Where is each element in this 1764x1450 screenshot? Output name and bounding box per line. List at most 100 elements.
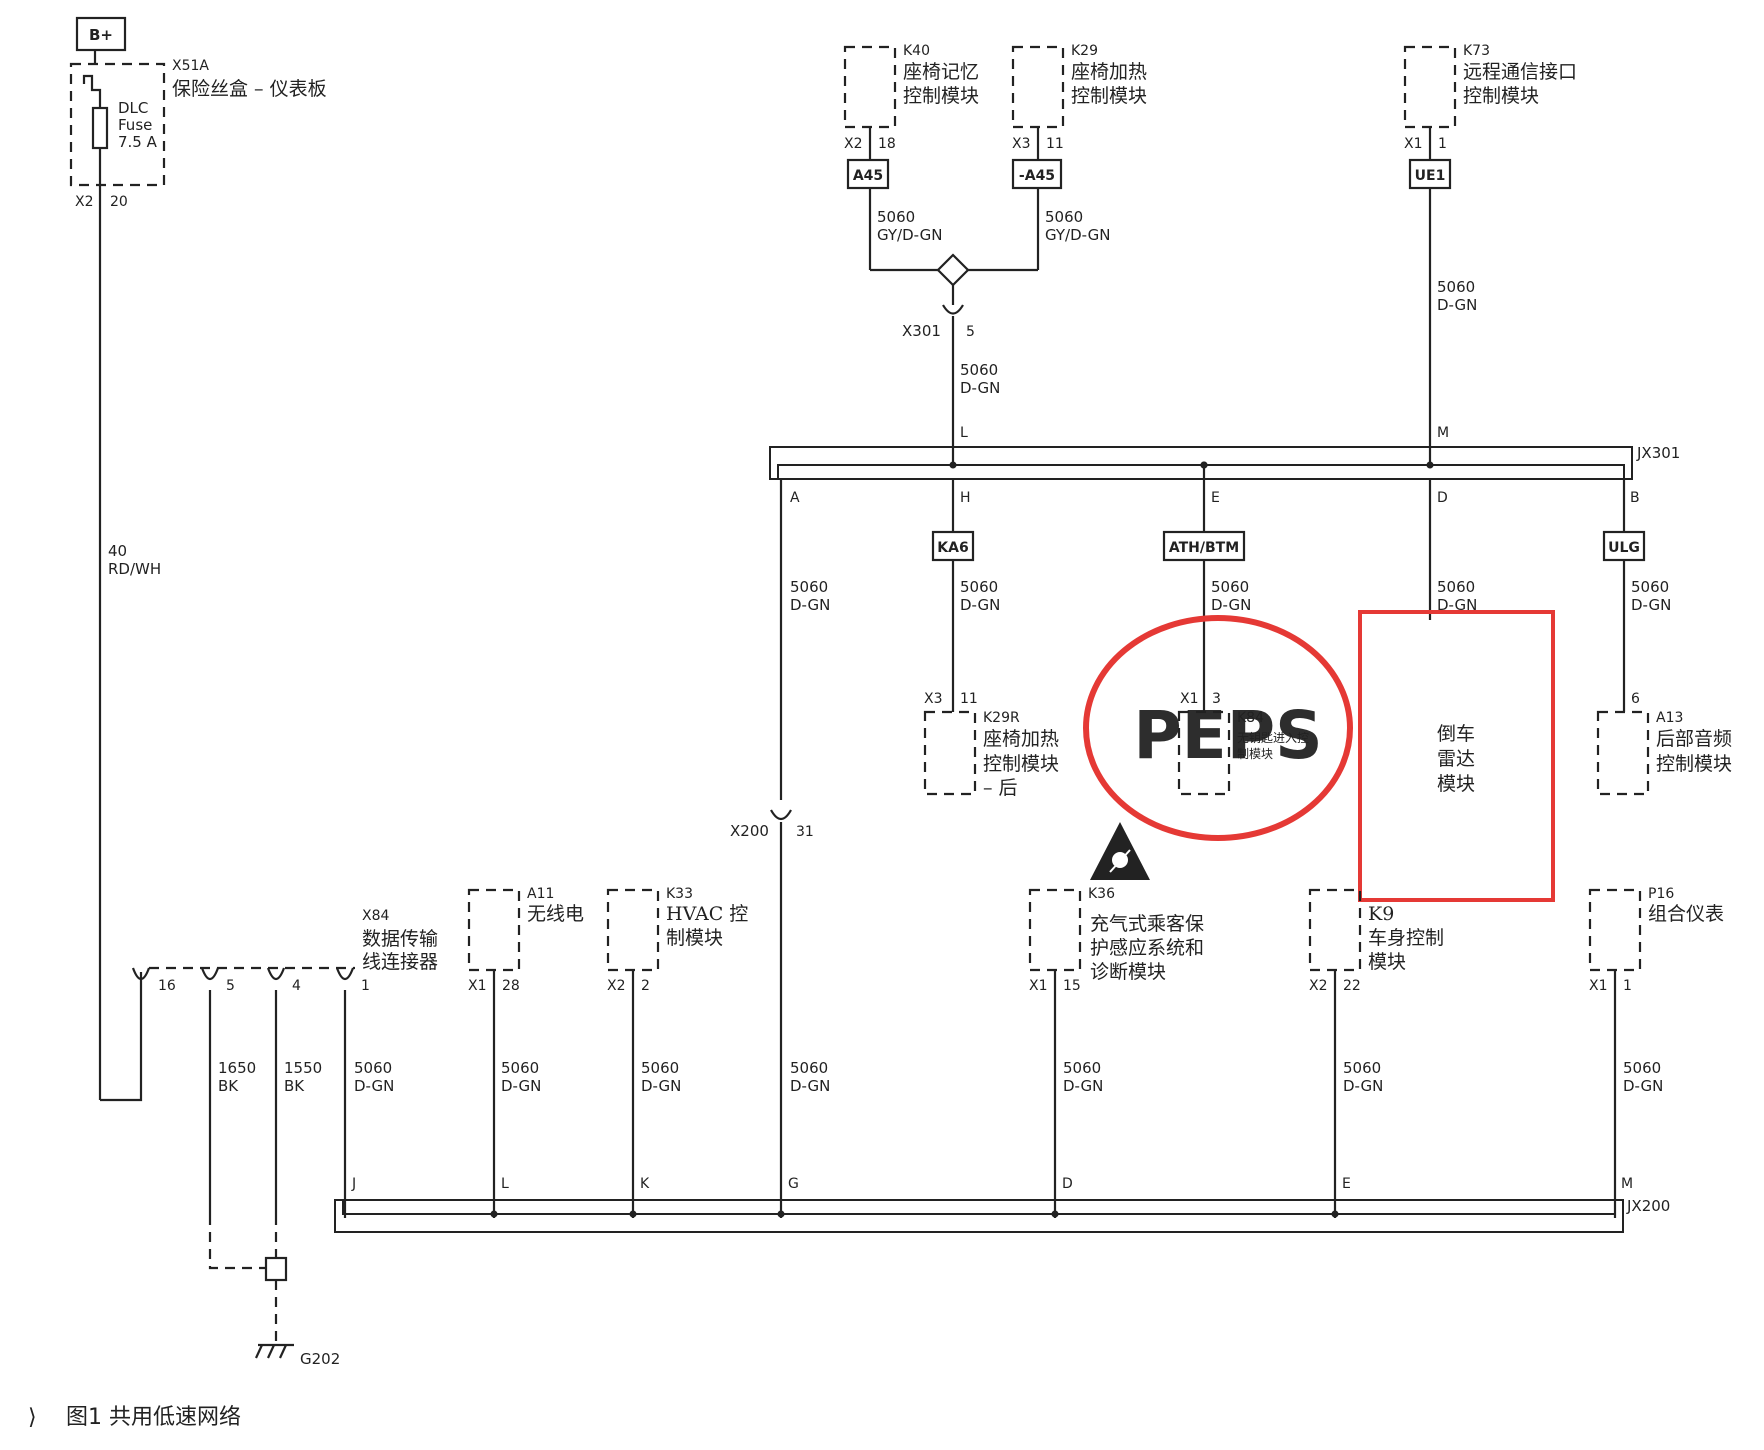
- jx200-pin-e: E: [1342, 1176, 1351, 1192]
- k73-pin: 1: [1438, 136, 1447, 152]
- radar-label-1: 倒车: [1437, 723, 1475, 745]
- jx200-pin-d: D: [1062, 1176, 1073, 1192]
- option-a45n-label: -A45: [1019, 168, 1055, 184]
- k73-wire-color: D-GN: [1437, 296, 1477, 314]
- k36-name-1: 充气式乘客保: [1090, 913, 1204, 935]
- k33-name-1: HVAC 控: [666, 903, 748, 925]
- k29-conn: X3: [1012, 136, 1031, 152]
- gw1-color: BK: [218, 1077, 239, 1095]
- k29-name-2: 控制模块: [1071, 85, 1147, 107]
- p16-wire-circuit: 5060: [1623, 1059, 1661, 1077]
- fuse-connector: X2: [75, 194, 94, 210]
- k33-wire-color: D-GN: [641, 1077, 681, 1095]
- k36-wire-color: D-GN: [1063, 1077, 1103, 1095]
- x84-id: X84: [362, 908, 389, 924]
- jx301-pin-h: H: [960, 490, 971, 506]
- jx301-bus: [769, 446, 1633, 480]
- jx301-id: JX301: [1636, 444, 1680, 462]
- inline-x200-pin: 31: [796, 824, 814, 840]
- x84-pin-5: 5: [226, 978, 235, 994]
- jx200-pin-m: M: [1621, 1176, 1633, 1192]
- ground-id: G202: [300, 1350, 340, 1368]
- inline-x301-pin: 5: [966, 324, 975, 340]
- k9-name-2: 模块: [1368, 951, 1406, 973]
- p16-conn: X1: [1589, 978, 1608, 994]
- x84-name-2: 线连接器: [362, 951, 438, 973]
- k29r-pin: 11: [960, 691, 978, 707]
- d-wire-circuit: 5060: [1437, 578, 1475, 596]
- k9-pin: 22: [1343, 978, 1361, 994]
- jx301-pin-l: L: [960, 425, 968, 441]
- peps-label: PEPS: [1133, 697, 1322, 774]
- k29-id: K29: [1071, 43, 1098, 59]
- jx200-pin-j: J: [351, 1176, 356, 1192]
- x200-wire-circuit: 5060: [790, 1059, 828, 1077]
- k29-wire-circuit: 5060: [1045, 208, 1083, 226]
- a11-id: A11: [527, 886, 554, 902]
- module-k9: [1308, 888, 1362, 972]
- x84-pin-4: 4: [292, 978, 301, 994]
- p16-name-1: 组合仪表: [1648, 903, 1724, 925]
- module-k36: [1028, 888, 1082, 972]
- k40-name-1: 座椅记忆: [903, 61, 979, 83]
- jx200-bus: [334, 1199, 1624, 1233]
- p16-id: P16: [1648, 886, 1674, 902]
- k33-pin: 2: [641, 978, 650, 994]
- fuse-link: [82, 74, 102, 108]
- fuse-line-1: DLC: [118, 99, 148, 117]
- e-wire-color: D-GN: [1211, 596, 1251, 614]
- k36-name-2: 护感应系统和: [1090, 937, 1204, 959]
- jx301-pin-e: E: [1211, 490, 1220, 506]
- module-p16: [1588, 888, 1642, 972]
- inline-x301-symbol: [942, 304, 964, 315]
- k9-wire-color: D-GN: [1343, 1077, 1383, 1095]
- radar-label-2: 雷达: [1437, 748, 1475, 770]
- module-k29r: [923, 710, 977, 796]
- p16-wire-color: D-GN: [1623, 1077, 1663, 1095]
- x84-wire-circuit: 5060: [354, 1059, 392, 1077]
- option-a45: [846, 158, 890, 190]
- jx301-pin-a: A: [790, 490, 800, 506]
- x301-wire-color: D-GN: [960, 379, 1000, 397]
- d-wire-color: D-GN: [1437, 596, 1477, 614]
- fuse-line-2: Fuse: [118, 116, 152, 134]
- jx301-pin-m: M: [1437, 425, 1449, 441]
- fuse-element: [91, 106, 109, 150]
- k33-id: K33: [666, 886, 693, 902]
- module-a11: [467, 888, 521, 972]
- k29r-conn: X3: [924, 691, 943, 707]
- ground-symbol: [255, 1343, 294, 1359]
- option-athbtm-label: ATH/BTM: [1169, 540, 1239, 556]
- k36-pin: 15: [1063, 978, 1081, 994]
- k29-pin: 11: [1046, 136, 1064, 152]
- a13-id: A13: [1656, 710, 1683, 726]
- inline-x301-id: X301: [902, 322, 941, 340]
- gw2-circuit: 1550: [284, 1059, 322, 1077]
- figure-caption: 图1 共用低速网络: [66, 1405, 241, 1430]
- x301-wire-circuit: 5060: [960, 361, 998, 379]
- battery-label: B+: [89, 26, 113, 44]
- k40-conn: X2: [844, 136, 863, 152]
- x84-pin-16: 16: [158, 978, 176, 994]
- k33-name-2: 制模块: [666, 927, 723, 949]
- caption-marker: ⟩: [28, 1405, 37, 1430]
- option-ulg-label: ULG: [1608, 540, 1640, 556]
- a11-conn: X1: [468, 978, 487, 994]
- h-wire-color: D-GN: [960, 596, 1000, 614]
- h-wire-circuit: 5060: [960, 578, 998, 596]
- jx301-pin-b: B: [1630, 490, 1640, 506]
- gw2-color: BK: [284, 1077, 305, 1095]
- fuse-box-outline: [69, 62, 166, 187]
- x200-wire-color: D-GN: [790, 1077, 830, 1095]
- fuse-box-name: 保险丝盒 – 仪表板: [172, 78, 327, 100]
- x84-pin-1: 1: [361, 978, 370, 994]
- gw1-circuit: 1650: [218, 1059, 256, 1077]
- k84-pin: 3: [1212, 691, 1221, 707]
- jx200-id: JX200: [1626, 1197, 1670, 1215]
- k84-name-2: 制模块: [1237, 747, 1273, 761]
- k84-name-1: 无钥匙进入控: [1237, 731, 1309, 745]
- fuse-pin: 20: [110, 194, 128, 210]
- jx200-pin-l: L: [501, 1176, 509, 1192]
- module-a13: [1596, 710, 1650, 796]
- a-wire-circuit: 5060: [790, 578, 828, 596]
